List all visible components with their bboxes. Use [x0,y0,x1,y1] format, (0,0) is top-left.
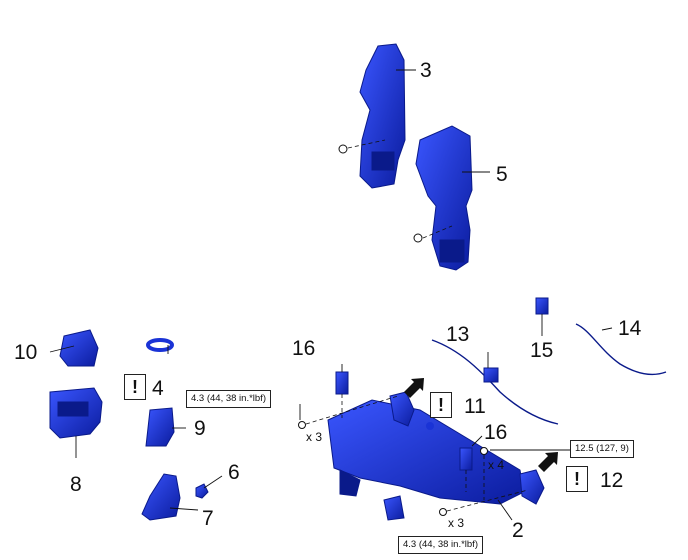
callout-14: 14 [618,317,642,340]
caution-mark-11: ! [430,392,452,418]
torque-spec-upper-left: 4.3 (44, 38 in.*lbf) [186,390,271,408]
callout-5: 5 [496,163,508,186]
callout-15: 15 [530,339,554,362]
attention-arrow-icon [404,378,558,472]
callout-11: 11 [464,395,486,418]
callout-6: 6 [228,461,240,484]
callout-16-upper: 16 [292,337,316,360]
part-11-bracket [389,391,415,427]
part-10-cover [59,329,99,367]
callout-4: 4 [152,377,164,400]
torque-spec-bottom: 4.3 (44, 38 in.*lbf) [398,536,483,554]
callout-12: 12 [600,469,624,492]
callout-10: 10 [14,341,38,364]
callout-2: 2 [512,519,524,542]
part-8-duct [49,387,103,439]
torque-spec-right: 12.5 (127, 9) [570,440,634,458]
part-15-connector [535,297,549,315]
callout-9: 9 [194,417,206,440]
part-12-bracket [519,469,545,505]
assembly-lines [305,139,529,512]
quantity-bottom: x 3 [448,516,465,530]
callout-3: 3 [420,59,432,82]
part-16-clip-lower [459,447,473,471]
quantity-upper-left: x 3 [306,430,323,444]
part-4-ring [146,338,174,352]
callout-8: 8 [70,473,82,496]
caution-mark-4: ! [124,374,146,400]
leader-lines [49,69,613,521]
bolt-icon [298,144,488,516]
part-9-bracket [145,407,175,447]
quantity-right: x 4 [488,458,505,472]
part-3-upper-bracket [359,43,406,189]
caution-mark-12: ! [566,466,588,492]
part-13-cable [431,339,559,425]
part-7-bracket [141,473,181,521]
part-16-clip-upper [335,371,349,395]
part-14-cable [575,323,667,376]
callout-13: 13 [446,323,470,346]
callout-7: 7 [202,507,214,530]
callout-16-lower: 16 [484,421,508,444]
part-5-right-bracket [415,125,473,271]
